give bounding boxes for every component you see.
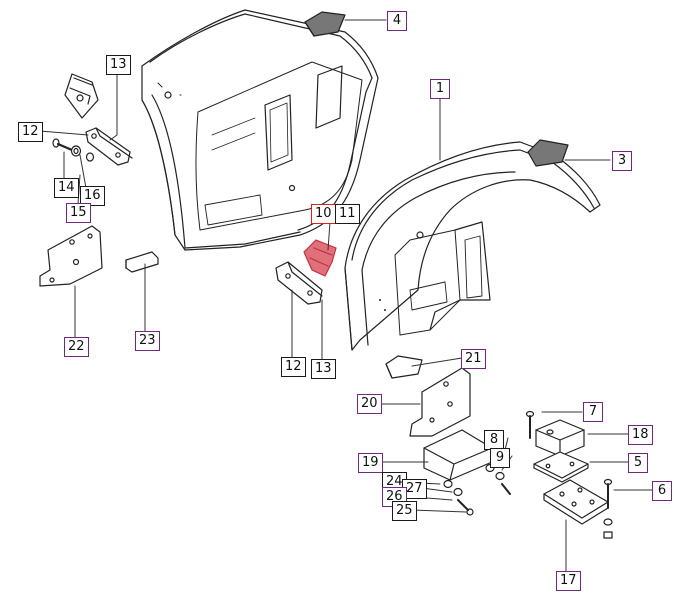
highlighted-part-10: [303, 239, 337, 277]
callout-13b: 13: [311, 359, 336, 379]
callout-6: 6: [652, 481, 672, 501]
plate-17: [543, 479, 609, 525]
callout-14: 14: [54, 178, 79, 198]
callout-21: 21: [461, 349, 486, 369]
plate-5: [533, 451, 589, 483]
callout-19: 19: [358, 453, 383, 473]
hardware-8-9: [485, 463, 511, 495]
leader-lines: [39, 19, 653, 573]
bolt-7: [525, 410, 535, 439]
callout-20: 20: [357, 394, 382, 414]
callout-5: 5: [628, 453, 648, 473]
plate-19: [423, 429, 493, 481]
callout-10: 10: [311, 204, 336, 224]
left-fender: [141, 9, 379, 251]
callout-16: 16: [80, 186, 105, 206]
callout-1: 1: [430, 79, 450, 99]
callout-23: 23: [135, 331, 160, 351]
bolt-6: [603, 478, 613, 539]
callout-7: 7: [583, 402, 603, 422]
hardware-24-27: [443, 479, 474, 516]
callout-25: 25: [392, 501, 417, 521]
callout-11: 11: [335, 204, 360, 224]
hinge-12-left: [85, 127, 133, 166]
bracket-22: [39, 225, 103, 287]
bracket-20: [409, 367, 471, 437]
hinge-12-13-middle: [275, 261, 323, 305]
bolt-14-washer-16: [52, 138, 95, 162]
fender-light-bracket-right: [527, 139, 569, 167]
bracket-13-top: [64, 73, 99, 119]
bracket-21: [385, 355, 423, 379]
callout-3: 3: [612, 151, 632, 171]
callout-12: 12: [18, 122, 43, 142]
callout-12b: 12: [281, 357, 306, 377]
callout-17: 17: [556, 571, 581, 591]
callout-13: 13: [106, 55, 131, 75]
callout-22: 22: [64, 337, 89, 357]
callout-18: 18: [628, 425, 653, 445]
clip-23: [125, 251, 159, 273]
callout-27: 27: [402, 479, 427, 499]
right-fender: [344, 141, 601, 351]
callout-8: 8: [484, 430, 504, 450]
fender-light-bracket-top: [304, 11, 346, 37]
callout-9: 9: [490, 448, 510, 468]
callout-15: 15: [66, 203, 91, 223]
block-18: [535, 419, 585, 457]
callout-4: 4: [387, 11, 407, 31]
